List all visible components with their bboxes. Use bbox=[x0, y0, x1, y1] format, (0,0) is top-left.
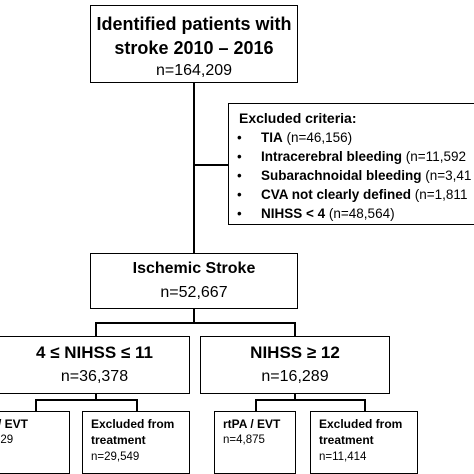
nihss-4-11-title: 4 ≤ NIHSS ≤ 11 bbox=[36, 343, 153, 362]
excluded-criteria-box: Excluded criteria: •TIA (n=46,156) •Intr… bbox=[228, 103, 474, 225]
ischemic-stroke-title: Ischemic Stroke bbox=[132, 260, 256, 277]
right-excluded-count: n=11,414 bbox=[319, 451, 367, 463]
connector-split-horizontal bbox=[95, 322, 295, 324]
excluded-item-cva: •CVA not clearly defined (n=1,811 bbox=[237, 187, 468, 202]
right-excluded-box: Excluded from treatment n=11,414 bbox=[310, 411, 418, 474]
connector-right-sub-b bbox=[364, 399, 366, 411]
bullet-icon: • bbox=[237, 168, 242, 183]
left-excluded-box: Excluded from treatment n=29,549 bbox=[82, 411, 190, 474]
ischemic-stroke-count: n=52,667 bbox=[160, 284, 228, 301]
connector-to-excluded bbox=[193, 164, 228, 166]
connector-right-down bbox=[294, 322, 296, 336]
connector-left-down bbox=[95, 322, 97, 336]
left-excluded-label2: treatment bbox=[91, 433, 146, 447]
bullet-icon: • bbox=[237, 206, 242, 221]
left-excluded-label1: Excluded from bbox=[91, 417, 175, 431]
identified-patients-box: Identified patients with stroke 2010 – 2… bbox=[90, 5, 298, 83]
left-treated-label: / EVT bbox=[0, 417, 29, 431]
left-excluded-count: n=29,549 bbox=[91, 451, 140, 463]
connector-left-sub-a bbox=[35, 399, 37, 411]
identified-patients-line2: stroke 2010 – 2016 bbox=[114, 38, 274, 58]
bullet-icon: • bbox=[237, 130, 242, 145]
connector-right-sub-down bbox=[294, 394, 296, 400]
connector-left-sub-down bbox=[95, 394, 97, 400]
connector-right-sub-a bbox=[255, 399, 257, 411]
excluded-item-intracerebral: •Intracerebral bleeding (n=11,592 bbox=[237, 149, 466, 164]
excluded-item-subarachnoidal: •Subarachnoidal bleeding (n=3,41 bbox=[237, 168, 472, 183]
nihss-4-11-box: 4 ≤ NIHSS ≤ 11 n=36,378 bbox=[0, 336, 190, 394]
bullet-icon: • bbox=[237, 149, 242, 164]
nihss-4-11-count: n=36,378 bbox=[60, 368, 129, 385]
right-treated-label: rtPA / EVT bbox=[223, 417, 281, 431]
connector-top-vertical bbox=[193, 83, 195, 253]
left-treated-box: / EVT 829 bbox=[0, 411, 70, 474]
nihss-12-box: NIHSS ≥ 12 n=16,289 bbox=[200, 336, 390, 394]
left-treated-count: 829 bbox=[0, 434, 14, 446]
right-treated-count: n=4,875 bbox=[223, 434, 265, 446]
nihss-12-title: NIHSS ≥ 12 bbox=[250, 343, 340, 362]
nihss-12-count: n=16,289 bbox=[261, 368, 329, 385]
right-excluded-label1: Excluded from bbox=[319, 417, 403, 431]
connector-ischemic-down bbox=[193, 309, 195, 323]
identified-patients-line1: Identified patients with bbox=[96, 14, 292, 34]
connector-right-sub-horizontal bbox=[255, 399, 365, 401]
identified-patients-count: n=164,209 bbox=[155, 62, 233, 79]
ischemic-stroke-box: Ischemic Stroke n=52,667 bbox=[90, 253, 298, 309]
excluded-item-nihss: •NIHSS < 4 (n=48,564) bbox=[237, 206, 395, 221]
excluded-criteria-header: Excluded criteria: bbox=[239, 110, 357, 126]
right-treated-box: rtPA / EVT n=4,875 bbox=[214, 411, 296, 474]
connector-left-sub-b bbox=[136, 399, 138, 411]
connector-left-sub-horizontal bbox=[35, 399, 137, 401]
right-excluded-label2: treatment bbox=[319, 433, 374, 447]
bullet-icon: • bbox=[237, 187, 242, 202]
excluded-criteria-list: •TIA (n=46,156) •Intracerebral bleeding … bbox=[237, 128, 471, 223]
excluded-item-tia: •TIA (n=46,156) bbox=[237, 130, 353, 145]
